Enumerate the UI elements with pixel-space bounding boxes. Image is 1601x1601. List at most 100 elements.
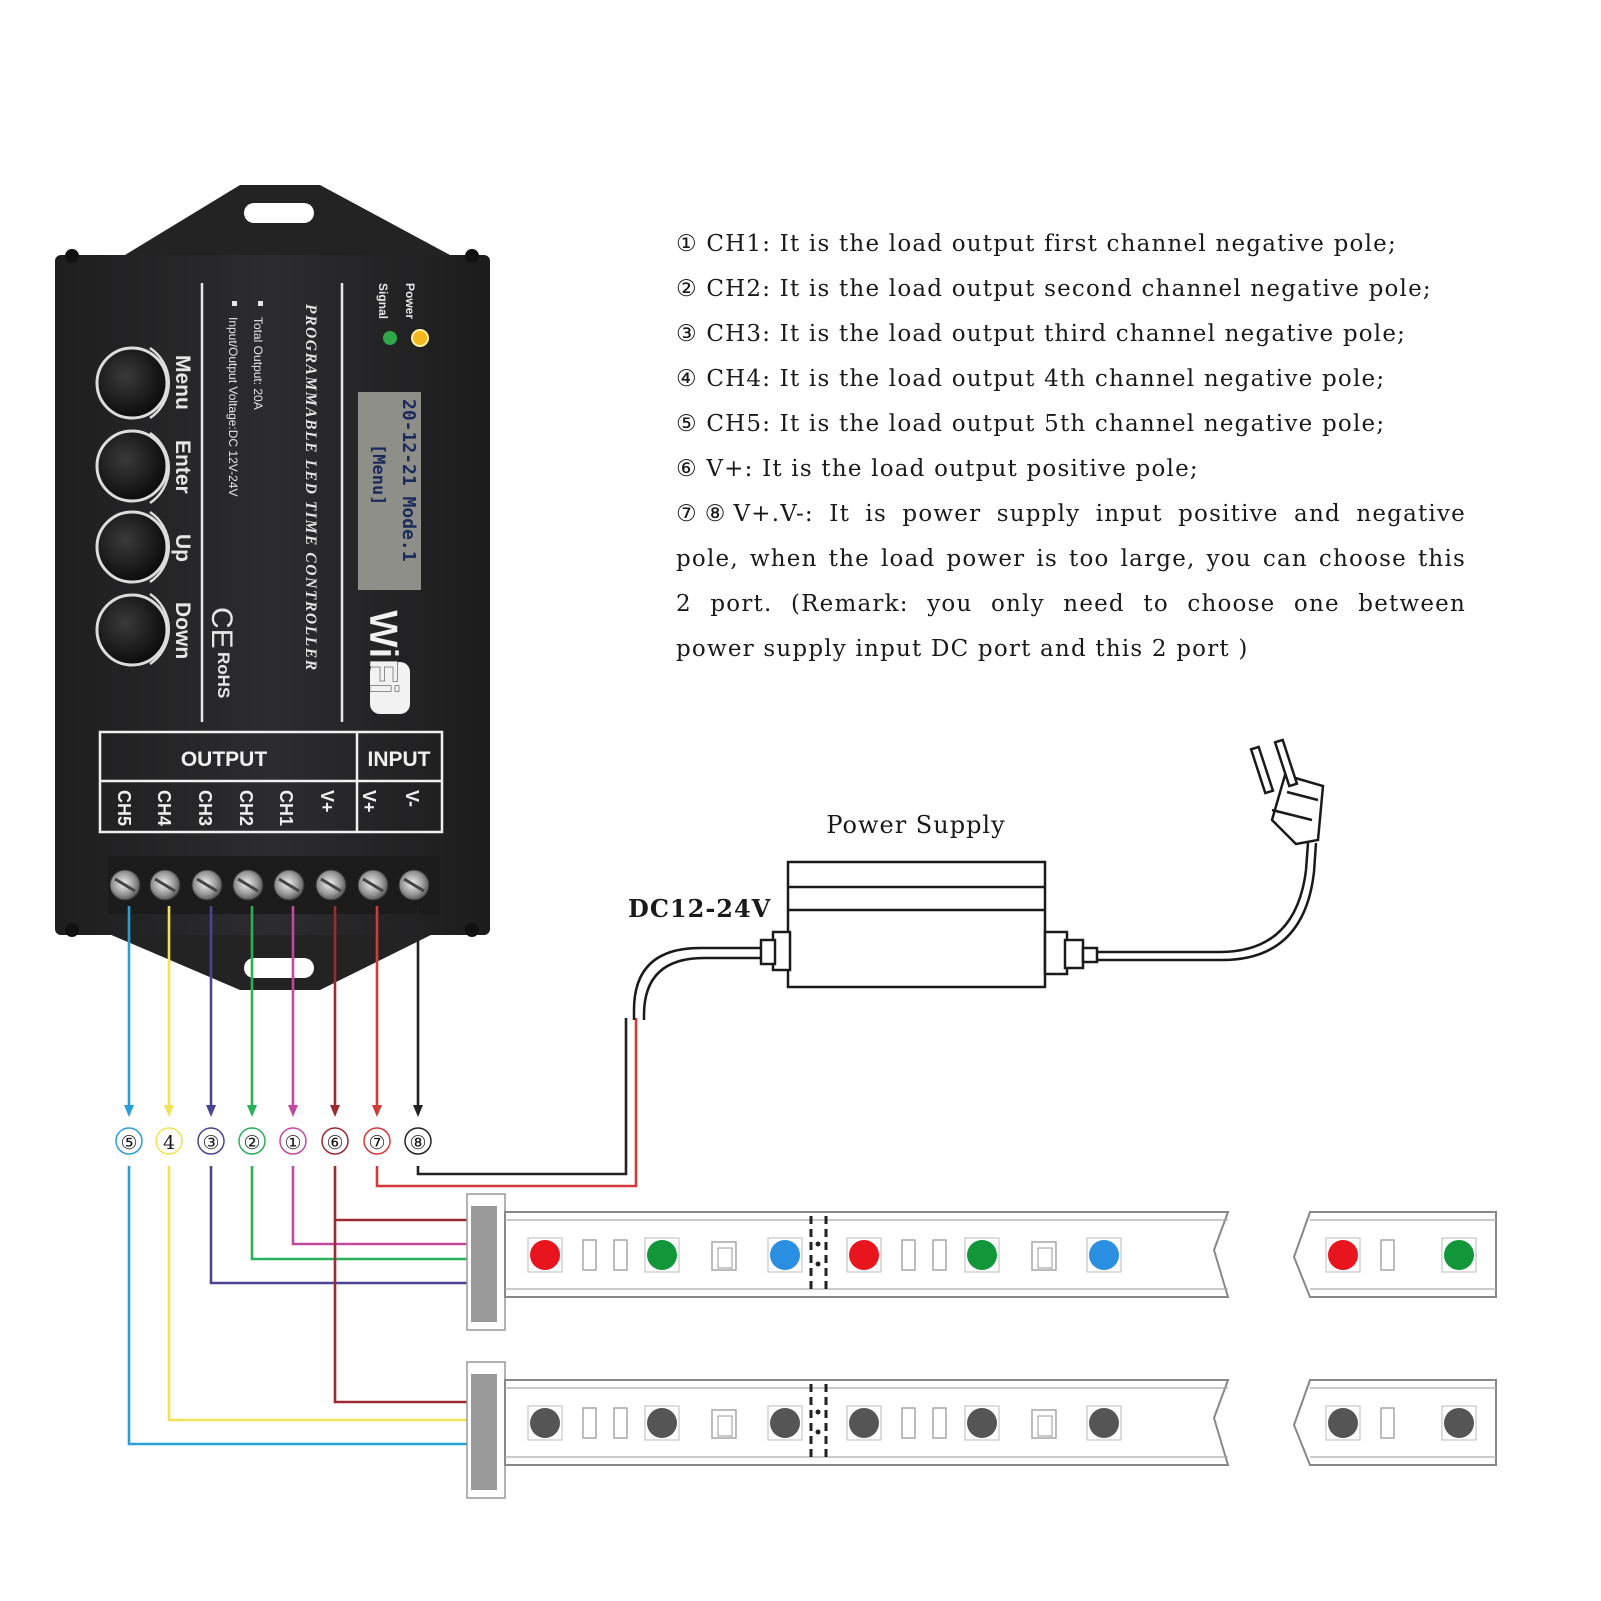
svg-text:②: ② [243,1132,260,1154]
led [647,1240,677,1270]
terminal-number: ③ [197,1127,225,1155]
controller-title: PROGRAMMABLE LED TIME CONTROLLER [302,304,319,672]
led [1328,1408,1358,1438]
wire [127,1166,496,1446]
terminal-number: ② [238,1127,266,1155]
led [1444,1408,1474,1438]
led-strip [466,1361,1497,1499]
terminal-label: CH2 [236,790,256,826]
ce-mark: CE [205,607,238,649]
terminal-number: ① [279,1127,307,1155]
input-header: INPUT [368,748,431,771]
wire [375,1018,638,1188]
signal-led [383,331,397,345]
terminal-screw[interactable] [149,869,181,901]
terminal-screw[interactable] [273,869,305,901]
wire [167,1166,496,1422]
terminal-description: ① CH1: It is the load output first chann… [676,222,1466,672]
terminal-screw[interactable] [191,869,223,901]
down-button[interactable] [95,592,171,667]
enter-button[interactable] [95,429,171,505]
svg-text:WiFi: WiFi [361,610,405,694]
terminal-number: ⑦ [363,1127,391,1155]
terminal-number: ⑤ [115,1127,143,1155]
wire [333,1220,496,1404]
wire-arrowhead [247,1105,257,1117]
description-line: pole, when the load power is too large, … [676,546,1466,572]
led [770,1408,800,1438]
led [967,1408,997,1438]
terminal-screw[interactable] [398,869,430,901]
terminal-screw[interactable] [357,869,389,901]
up-button-label: Up [171,534,194,562]
led [647,1408,677,1438]
description-line: 2 port. (Remark: you only need to choose… [676,591,1466,617]
lcd-line-2: [Menu] [368,444,388,505]
spec-voltage: Input/Output Voltage:DC 12V-24V [226,317,240,496]
led [849,1408,879,1438]
output-header: OUTPUT [181,748,268,771]
controller: Menu Enter Up Down Total Output: 20A Inp… [55,185,490,990]
menu-button[interactable] [95,346,171,420]
led [1328,1240,1358,1270]
description-line: ① CH1: It is the load output first chann… [676,231,1397,257]
power-supply [632,738,1325,1020]
wire [209,1166,496,1285]
terminal-screw[interactable] [232,869,264,901]
description-line: ② CH2: It is the load output second chan… [676,276,1432,302]
terminal-number: ⑧ [404,1127,432,1155]
led-strip [466,1193,1497,1331]
wire [250,1166,496,1261]
spec-total-output: Total Output: 20A [251,317,265,410]
wire [291,1166,496,1246]
svg-text:③: ③ [202,1132,219,1154]
terminal-label: V+ [359,790,379,813]
description-line: power supply input DC port and this 2 po… [676,636,1249,662]
wire-arrowhead [330,1105,340,1117]
description-line: ⑥ V+: It is the load output positive pol… [676,456,1199,482]
power-led [411,329,429,347]
power-supply-label: Power Supply [826,811,1005,839]
terminal-label: V- [402,790,422,807]
wifi-logo: WiFi [361,610,410,714]
svg-text:⑤: ⑤ [120,1132,137,1154]
enter-button-label: Enter [171,440,194,494]
menu-button-label: Menu [171,355,194,410]
terminal-label-table [98,730,444,834]
svg-text:⑧: ⑧ [409,1132,426,1154]
wire-arrowhead [372,1105,382,1117]
led [530,1240,560,1270]
lcd-line-1: 20-12-21 Mode.1 [398,399,419,562]
terminal-screw[interactable] [315,869,347,901]
terminal-screw[interactable] [109,869,141,901]
wire [416,1018,628,1176]
led [1089,1408,1119,1438]
description-line: ④ CH4: It is the load output 4th channel… [676,366,1386,392]
lcd-screen [358,392,421,590]
description-line: ⑤ CH5: It is the load output 5th channel… [676,411,1386,437]
mount-slot-top [244,203,314,223]
led [770,1240,800,1270]
signal-indicator-label: Signal [376,283,390,319]
terminal-label: V+ [317,790,337,813]
description-line: ⑦⑧V+.V-: It is power supply input positi… [676,501,1466,527]
led [1089,1240,1119,1270]
svg-text:⑦: ⑦ [368,1132,385,1154]
terminal-label: CH3 [195,790,215,826]
led [1444,1240,1474,1270]
svg-text:⑥: ⑥ [326,1132,343,1154]
rohs-mark: RoHS [214,652,233,698]
terminal-label: CH5 [114,790,134,826]
up-button[interactable] [95,510,171,584]
wire-arrowhead [206,1105,216,1117]
terminal-number: 4 [155,1127,183,1155]
wire-arrowhead [124,1105,134,1117]
power-supply-voltage: DC12-24V [628,894,771,923]
terminal-number: ⑥ [321,1127,349,1155]
down-button-label: Down [171,602,194,659]
power-indicator-label: Power [403,283,417,319]
wire-arrowhead [164,1105,174,1117]
led [849,1240,879,1270]
svg-text:4: 4 [163,1132,175,1154]
